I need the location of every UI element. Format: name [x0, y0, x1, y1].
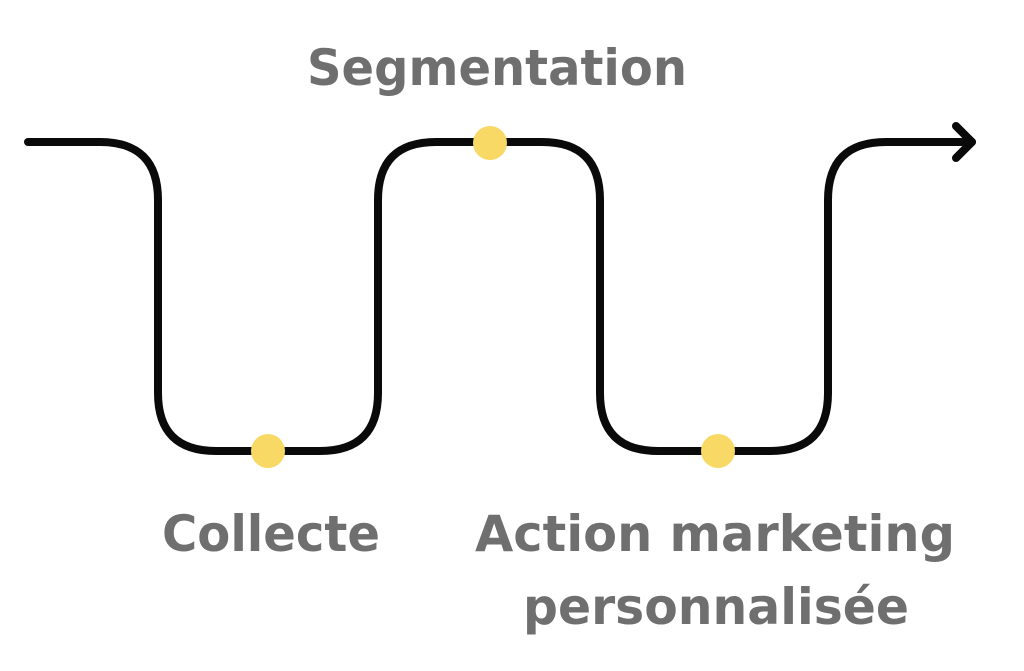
- wave-path: [24, 138, 976, 455]
- step-marker-action: [701, 434, 735, 468]
- step-marker-segmentation: [473, 126, 507, 160]
- step-label-action-line1: Action marketing: [475, 505, 955, 563]
- step-label-collecte: Collecte: [162, 505, 380, 563]
- step-label-action-line2: personnalisée: [523, 578, 909, 636]
- step-marker-collecte: [251, 434, 285, 468]
- step-label-segmentation: Segmentation: [307, 39, 687, 97]
- arrow-head-icon: [952, 122, 976, 162]
